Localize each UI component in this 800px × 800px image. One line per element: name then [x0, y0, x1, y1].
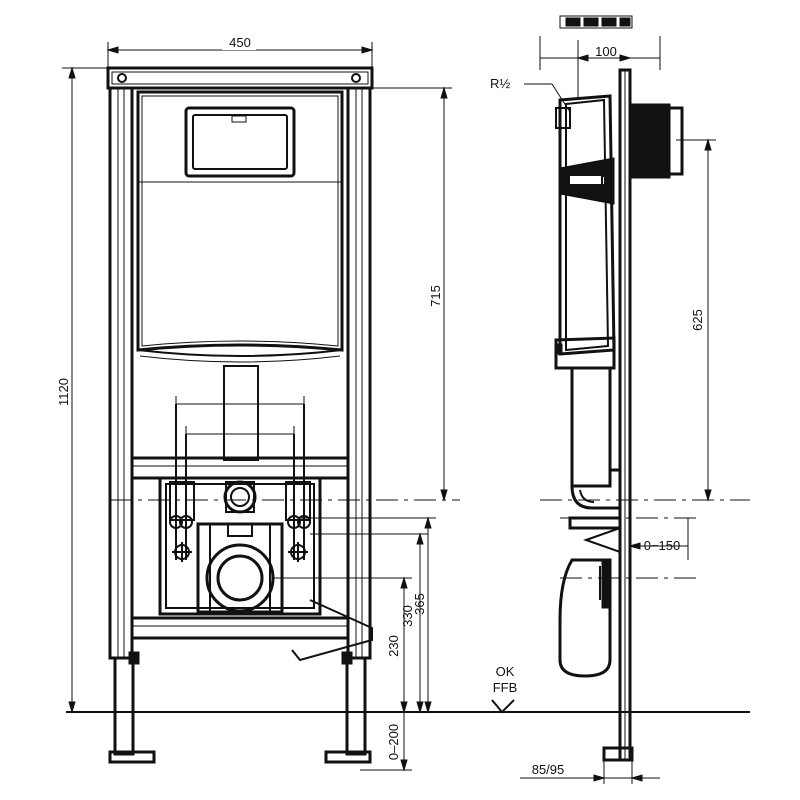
side-drain-pipe [558, 558, 612, 678]
side-bracket [568, 516, 622, 530]
side-view [540, 15, 750, 762]
mount-hole-left-icon [117, 73, 127, 83]
right-foot [345, 656, 367, 756]
dim-height-1120: 1120 [56, 378, 71, 406]
dim-height-625: 625 [690, 309, 705, 331]
wc-bracket [158, 476, 322, 616]
bolt-left-upper-icon [169, 515, 193, 529]
front-view [106, 66, 374, 764]
dim-thread-r-half: R½ [490, 76, 510, 91]
dim-range-0-150: 0−150 [644, 538, 681, 553]
right-foot-plate [324, 750, 372, 764]
left-foot-plate [108, 750, 156, 764]
left-foot [113, 656, 135, 756]
dim-height-230: 230 [386, 635, 401, 657]
dim-width-450: 450 [229, 35, 251, 50]
top-crossbar-inner [111, 71, 369, 85]
bolt-left-lower-icon [172, 542, 192, 562]
top-crossbar [106, 66, 374, 90]
left-upright [108, 86, 134, 660]
right-upright [346, 86, 372, 660]
floor-marker-icon [491, 699, 515, 714]
bolt-right-upper-icon [287, 515, 311, 529]
cistern [136, 90, 344, 352]
floor-label-ffb: FFB [493, 680, 518, 695]
mount-hole-right-icon [351, 73, 361, 83]
dim-height-715: 715 [428, 285, 443, 307]
dim-height-330: 330 [400, 605, 415, 627]
side-dimensions: 100 R½ 625 0−150 85/95 [490, 36, 716, 784]
floor-label-ok: OK [496, 664, 515, 679]
flush-plate-opening [184, 106, 296, 178]
side-top-block [559, 15, 633, 29]
dim-foot-85-95: 85/95 [532, 762, 565, 777]
flush-pipe [223, 365, 259, 461]
side-actuator [629, 103, 671, 179]
water-inlet-icon [223, 480, 257, 514]
side-flush-pipe [570, 366, 612, 488]
lower-rail [130, 616, 350, 640]
support-strap [291, 599, 373, 662]
front-dimensions: 450 1120 715 365 330 230 [56, 35, 750, 772]
dim-range-0-200: 0–200 [386, 724, 401, 760]
bolt-right-lower-icon [288, 542, 308, 562]
dim-depth-100: 100 [595, 44, 617, 59]
drain-outlet-icon [205, 543, 275, 613]
